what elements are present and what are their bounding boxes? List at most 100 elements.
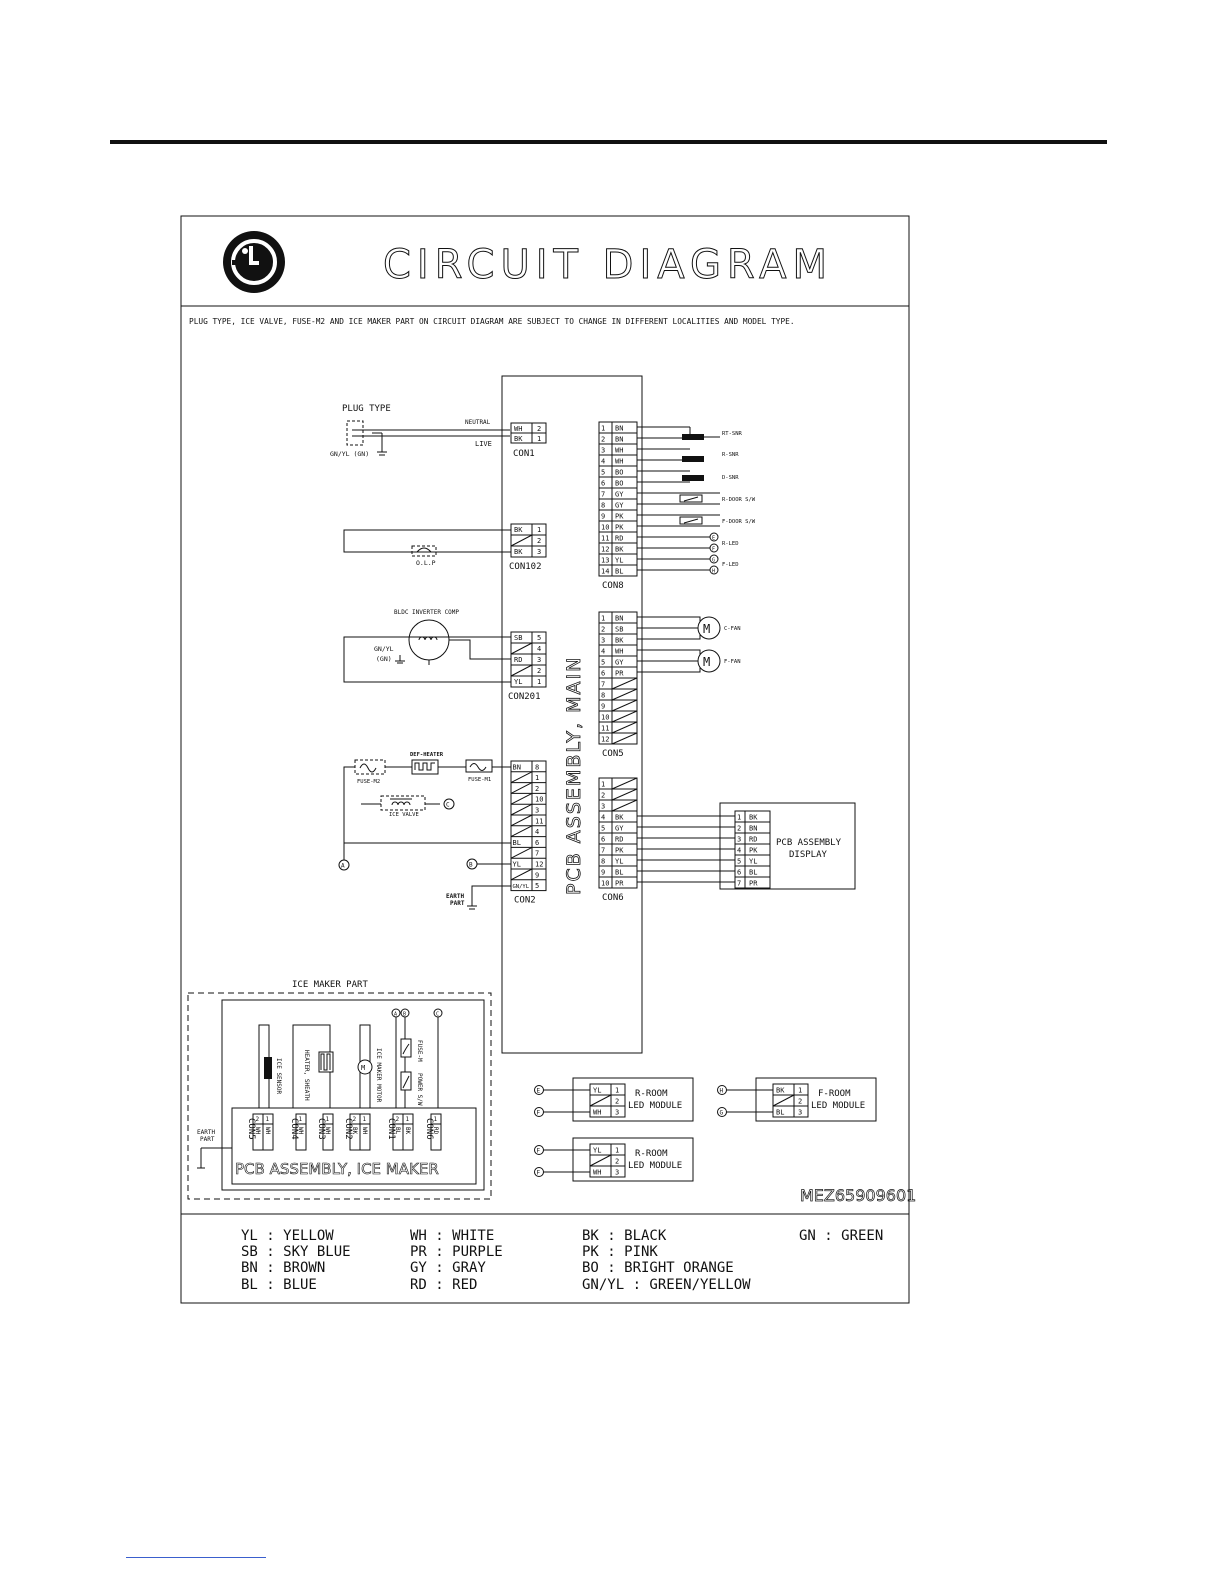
ice-maker-connector-label: CON4 — [289, 1118, 299, 1140]
svg-text:B: B — [469, 862, 473, 869]
part-number: MEZ65909601 — [800, 1186, 916, 1205]
con8-loads: RT-SNR R-SNR D-SNR R-DOOR S/W F-DOOR S/W… — [637, 426, 756, 575]
svg-text:B: B — [403, 1012, 406, 1018]
svg-text:F-LED: F-LED — [722, 562, 739, 568]
svg-text:BN : BROWN: BN : BROWN — [241, 1260, 325, 1276]
pin-color: SB — [615, 626, 623, 634]
pin-color: BK — [749, 814, 758, 822]
pin-number: 1 — [434, 1116, 438, 1123]
svg-text:YL: YL — [514, 678, 522, 686]
con8-label: CON8 — [602, 581, 624, 591]
pin-color: BN — [615, 436, 623, 444]
svg-text:EARTH: EARTH — [197, 1129, 215, 1136]
svg-text:FUSE-M1: FUSE-M1 — [468, 777, 491, 783]
pin-color: BL — [513, 839, 521, 847]
pin-number: 14 — [601, 568, 609, 576]
pin-number: 9 — [601, 703, 605, 711]
pin-number: 1 — [737, 814, 741, 822]
svg-text:1: 1 — [537, 435, 541, 443]
svg-text:POWER S/W: POWER S/W — [416, 1073, 423, 1106]
pin-color: BN — [615, 425, 623, 433]
pin-color: PK — [615, 513, 624, 521]
pin-color: WH — [264, 1127, 271, 1135]
pin-color: GY — [615, 825, 624, 833]
page-link-underline[interactable] — [126, 1557, 266, 1558]
pin-number: 5 — [737, 858, 741, 866]
pin-color: BK — [615, 637, 624, 645]
svg-text:WH: WH — [514, 425, 522, 433]
pin-color: YL — [593, 1087, 601, 1095]
pin-number: 4 — [601, 648, 605, 656]
pin-number: 1 — [601, 425, 605, 433]
con6-label: CON6 — [602, 893, 624, 903]
pin-color: RD — [615, 535, 623, 543]
svg-text:D-SNR: D-SNR — [722, 475, 739, 481]
led-module-label: R-ROOM — [635, 1149, 668, 1159]
pin-number: 3 — [737, 836, 741, 844]
ice-maker-connector-label: CON3 — [316, 1118, 326, 1140]
pin-color: WH — [593, 1109, 601, 1117]
pin-number: 3 — [535, 807, 539, 815]
f-fan-motor-icon — [697, 649, 721, 673]
pin-color: RD — [615, 836, 623, 844]
led-marker: E — [537, 1088, 541, 1095]
svg-text:(GN): (GN) — [376, 655, 392, 663]
svg-text:DEF-HEATER: DEF-HEATER — [410, 752, 444, 758]
svg-text:M: M — [361, 1064, 365, 1072]
svg-text:YL : YELLOW: YL : YELLOW — [241, 1228, 334, 1244]
pin-number: 3 — [601, 447, 605, 455]
pin-number: 4 — [737, 847, 741, 855]
pin-number: 9 — [535, 871, 539, 879]
pin-number: 2 — [798, 1098, 802, 1106]
pin-number: 12 — [601, 546, 609, 554]
con1-label: CON1 — [513, 449, 535, 459]
main-pcb-box — [501, 375, 643, 1054]
pin-color: BK — [615, 814, 624, 822]
svg-text:3: 3 — [537, 548, 541, 556]
pin-number: 4 — [601, 814, 605, 822]
svg-text:5: 5 — [537, 634, 541, 642]
con1: WH 2 BK 1 CON1 — [510, 422, 547, 459]
led-module-label2: LED MODULE — [811, 1101, 865, 1111]
svg-text:M: M — [703, 655, 710, 669]
pin-color: RD — [749, 836, 757, 844]
pin-number: 7 — [601, 681, 605, 689]
pin-number: 5 — [601, 469, 605, 477]
svg-text:2: 2 — [537, 425, 541, 433]
pin-number: 5 — [535, 882, 539, 890]
svg-text:PCB ASSEMBLY, ICE MAKER: PCB ASSEMBLY, ICE MAKER — [235, 1160, 439, 1178]
pin-color: BL — [615, 568, 623, 576]
pin-number: 1 — [266, 1116, 270, 1123]
pin-number: 3 — [601, 803, 605, 811]
svg-text:R-LED: R-LED — [722, 541, 739, 547]
svg-text:BK: BK — [514, 526, 523, 534]
pin-color: PR — [749, 880, 758, 888]
pin-number: 11 — [601, 725, 609, 733]
olp-label: O.L.P — [416, 559, 436, 567]
svg-text:BL : BLUE: BL : BLUE — [241, 1277, 317, 1293]
svg-text:3: 3 — [537, 656, 541, 664]
pin-color: GY — [615, 491, 624, 499]
pin-color: PK — [749, 847, 758, 855]
pin-color: YL — [615, 858, 623, 866]
svg-text:4: 4 — [537, 645, 541, 653]
svg-text:F-DOOR S/W: F-DOOR S/W — [722, 519, 756, 525]
svg-text:R-SNR: R-SNR — [722, 452, 739, 458]
svg-text:BK: BK — [514, 435, 523, 443]
pin-number: 13 — [601, 557, 609, 565]
svg-text:PCB ASSEMBLY: PCB ASSEMBLY — [776, 838, 842, 848]
led-marker: F — [537, 1170, 541, 1177]
pin-color: BO — [615, 480, 623, 488]
color-legend: YL : YELLOW SB : SKY BLUE BN : BROWN BL … — [241, 1228, 883, 1293]
svg-text:M: M — [703, 622, 710, 636]
svg-text:PR : PURPLE: PR : PURPLE — [410, 1244, 503, 1260]
pin-color: GY — [615, 502, 624, 510]
pin-color: WH — [297, 1127, 304, 1135]
led-marker: H — [720, 1088, 724, 1095]
pin-color: PR — [615, 880, 624, 888]
con6-wires — [637, 815, 735, 883]
pin-color: YL — [593, 1147, 601, 1155]
svg-text:GN/YL: GN/YL — [374, 645, 394, 653]
